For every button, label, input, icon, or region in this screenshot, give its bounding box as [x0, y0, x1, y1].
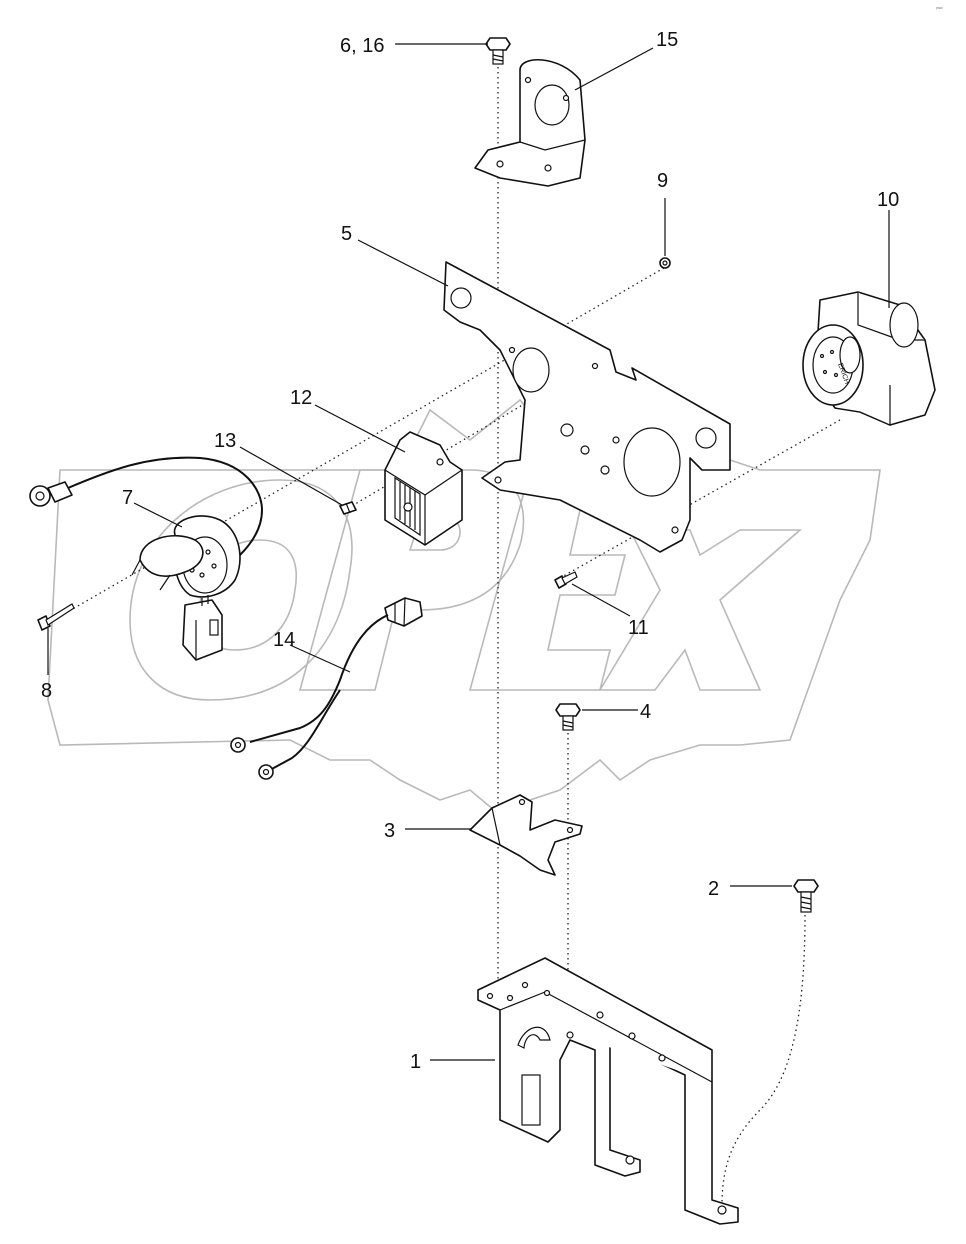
callout-6-16: 6, 16 — [340, 35, 384, 57]
callout-15: 15 — [656, 29, 678, 51]
callout-5: 5 — [341, 223, 352, 245]
callout-1: 1 — [410, 1051, 421, 1073]
part-14-harness — [230, 597, 423, 780]
callout-10: 10 — [877, 189, 899, 211]
callout-9: 9 — [657, 170, 668, 192]
callout-2: 2 — [708, 878, 719, 900]
callout-8: 8 — [41, 680, 52, 702]
part-7-socket — [29, 456, 264, 661]
part-15-bracket — [474, 59, 586, 187]
corner-mark: ᵖʳᵉˣ — [936, 6, 943, 12]
watermark-letter-o — [129, 479, 353, 701]
callout-leaders — [47, 43, 890, 1061]
assembly-lines — [49, 62, 841, 1206]
part-9-nut — [659, 257, 671, 269]
part-8-long-screw — [37, 603, 75, 631]
part-12-relay-box — [384, 431, 463, 546]
callout-13: 13 — [214, 430, 236, 452]
callout-11: 11 — [628, 617, 649, 639]
part-3-clip — [469, 794, 583, 876]
part-6-16-bolt — [485, 37, 511, 65]
callout-12: 12 — [290, 387, 312, 409]
callout-3: 3 — [384, 820, 395, 842]
part-4-bolt — [555, 703, 581, 731]
part-11-screw — [554, 571, 578, 589]
part-5-mounting-plate — [443, 261, 731, 553]
watermark-letter-x — [598, 529, 803, 691]
callout-labels: 6, 16 15 9 10 5 12 13 7 8 14 11 4 3 2 1 — [41, 29, 899, 1073]
callout-4: 4 — [640, 701, 651, 723]
opex-watermark — [47, 398, 881, 816]
watermark-gear-outline — [47, 398, 881, 816]
part-1-main-bracket — [477, 957, 739, 1225]
callout-14: 14 — [273, 629, 295, 651]
part-10-socket: ERICH — [802, 291, 936, 426]
part-13-screw — [339, 501, 357, 515]
callout-7: 7 — [122, 487, 133, 509]
part-2-bolt — [793, 879, 819, 913]
